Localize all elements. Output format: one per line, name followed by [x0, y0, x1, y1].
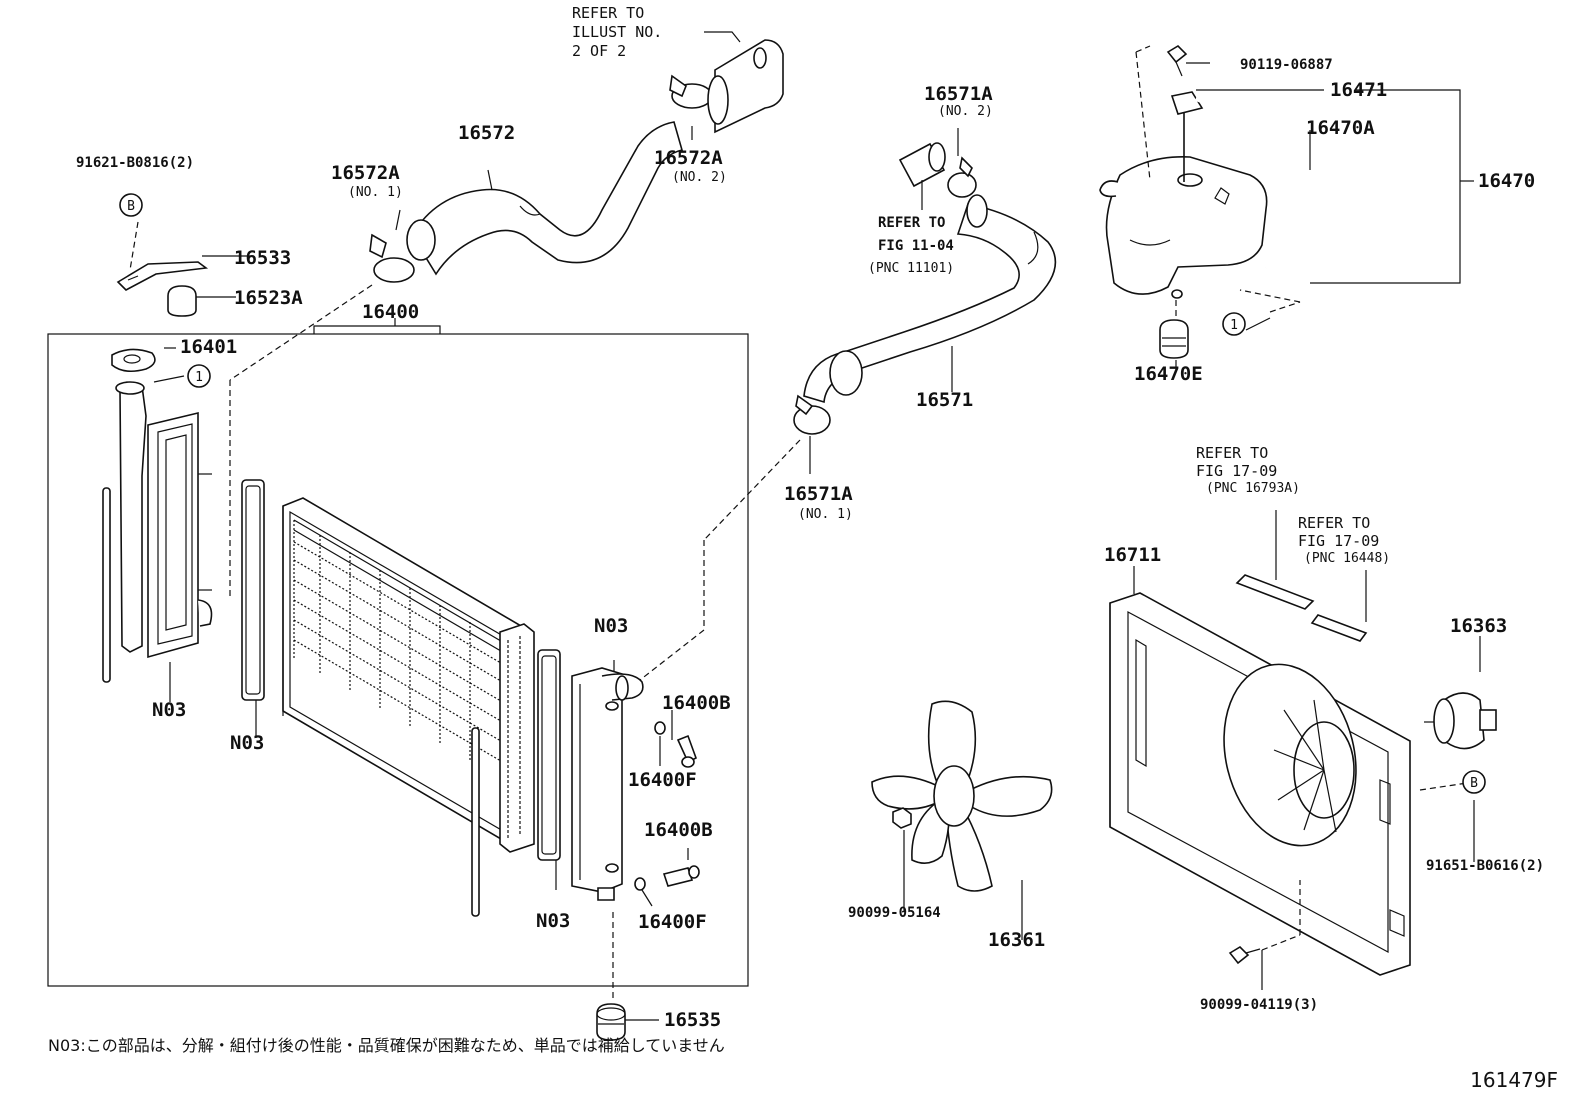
label-16400B-2: 16400B: [644, 819, 713, 841]
caution-label-1: [1235, 574, 1315, 610]
label-16571A-bot-sub: (NO. 1): [798, 507, 853, 522]
label-n03-a: N03: [152, 699, 186, 721]
right-seal-strip: [471, 727, 480, 917]
reservoir-bolt: [1166, 44, 1188, 77]
circle-b-right-text: B: [1470, 776, 1478, 791]
refer1709b-line3: (PNC 16448): [1304, 551, 1390, 566]
label-90099-05164: 90099-05164: [848, 905, 941, 921]
label-90119: 90119-06887: [1240, 57, 1333, 73]
label-91651: 91651-B0616(2): [1426, 858, 1544, 874]
caution-label-2: [1310, 614, 1368, 642]
callout-circle-1-right: [1222, 312, 1246, 336]
fan-nut: [892, 807, 912, 829]
label-16535: 16535: [664, 1009, 721, 1031]
refer-fig1104-line3: (PNC 11101): [868, 261, 954, 276]
label-16572A-no2-sub: (NO. 2): [672, 170, 727, 185]
circle-b-left-text: B: [127, 199, 135, 214]
left-seal-strip: [102, 487, 111, 683]
refer-fig1104-line2: FIG 11-04: [878, 238, 954, 254]
label-n03-d: N03: [536, 910, 570, 932]
label-n03-b: N03: [230, 732, 264, 754]
radiator-support-bracket: [116, 261, 209, 291]
fan-motor: [1424, 692, 1497, 750]
bracket-cushion: [167, 285, 197, 317]
label-16571A-bot: 16571A: [784, 483, 853, 505]
radiator-mount-grommet: [596, 1003, 626, 1041]
cooling-fan: [871, 700, 1053, 892]
hose-clamp-16571A-no1: [793, 394, 831, 435]
refer1709b-line2: FIG 17-09: [1298, 532, 1379, 550]
hose-clamp-no1: [369, 233, 415, 283]
label-16470E: 16470E: [1134, 363, 1203, 385]
hose-clamp-16571A-no2: [947, 156, 977, 198]
label-16572A-no1: 16572A: [331, 162, 400, 184]
circle-1-left-text: 1: [195, 370, 203, 385]
label-16571A-top: 16571A: [924, 83, 993, 105]
tank-gasket-right: [537, 649, 561, 861]
refer-illust-line1: REFER TO: [572, 4, 644, 22]
label-16571A-top-sub: (NO. 2): [938, 104, 993, 119]
label-16400: 16400: [362, 301, 419, 323]
radiator-assembly-frame: [47, 318, 749, 987]
label-16400F-1: 16400F: [628, 769, 697, 791]
refer-fig1104-line1: REFER TO: [878, 215, 945, 231]
label-91621: 91621-B0816(2): [76, 155, 194, 171]
label-16572A-no1-sub: (NO. 1): [348, 185, 403, 200]
label-16571: 16571: [916, 389, 973, 411]
upper-radiator-hose: [406, 121, 683, 276]
reservoir-grommet: [1159, 319, 1189, 359]
label-16470: 16470: [1478, 170, 1535, 192]
label-n03-c: N03: [594, 615, 628, 637]
left-radiator-tank: [102, 381, 213, 683]
hose-clamp-no2: [669, 74, 713, 109]
refer1709a-line2: FIG 17-09: [1196, 462, 1277, 480]
tank-gasket-left: [241, 479, 265, 701]
label-16470A: 16470A: [1306, 117, 1375, 139]
label-90099-04119: 90099-04119(3): [1200, 997, 1318, 1013]
label-16401: 16401: [180, 336, 237, 358]
water-outlet-housing: [707, 39, 784, 134]
coolant-reservoir-tank: [1099, 91, 1268, 299]
label-16572A-no2: 16572A: [654, 147, 723, 169]
shroud-bolt: [1228, 945, 1261, 965]
refer1709a-line1: REFER TO: [1196, 444, 1268, 462]
fan-shroud: [1109, 592, 1411, 976]
label-16471: 16471: [1330, 79, 1387, 101]
label-16572: 16572: [458, 122, 515, 144]
refer-illust-line2: ILLUST NO.: [572, 23, 662, 41]
label-16363: 16363: [1450, 615, 1507, 637]
figure-id: 161479F: [1470, 1068, 1558, 1092]
label-16400F-2: 16400F: [638, 911, 707, 933]
lower-radiator-hose: [803, 194, 1057, 404]
refer-illust-line3: 2 OF 2: [572, 42, 626, 60]
label-16400B-1: 16400B: [662, 692, 731, 714]
label-16533: 16533: [234, 247, 291, 269]
label-16361: 16361: [988, 929, 1045, 951]
right-radiator-tank: [571, 667, 644, 901]
callout-circle-b-left: [119, 193, 143, 217]
n03-footnote: N03:この部品は、分解・組付け後の性能・品質確保が困難なため、単品では補給して…: [48, 1036, 725, 1055]
radiator-core: [282, 497, 535, 853]
refer1709a-line3: (PNC 16793A): [1206, 481, 1300, 496]
refer1709b-line1: REFER TO: [1298, 514, 1370, 532]
drain-plug-upper: [654, 721, 697, 768]
circle-1-right-text: 1: [1230, 318, 1238, 333]
water-pipe-stub: [898, 142, 946, 188]
callout-circle-1-left: [187, 364, 211, 388]
radiator-cap-gasket: [111, 348, 156, 373]
label-16711: 16711: [1104, 544, 1161, 566]
label-16523A: 16523A: [234, 287, 303, 309]
callout-circle-b-right: [1462, 770, 1486, 794]
drain-plug-lower: [634, 865, 700, 891]
